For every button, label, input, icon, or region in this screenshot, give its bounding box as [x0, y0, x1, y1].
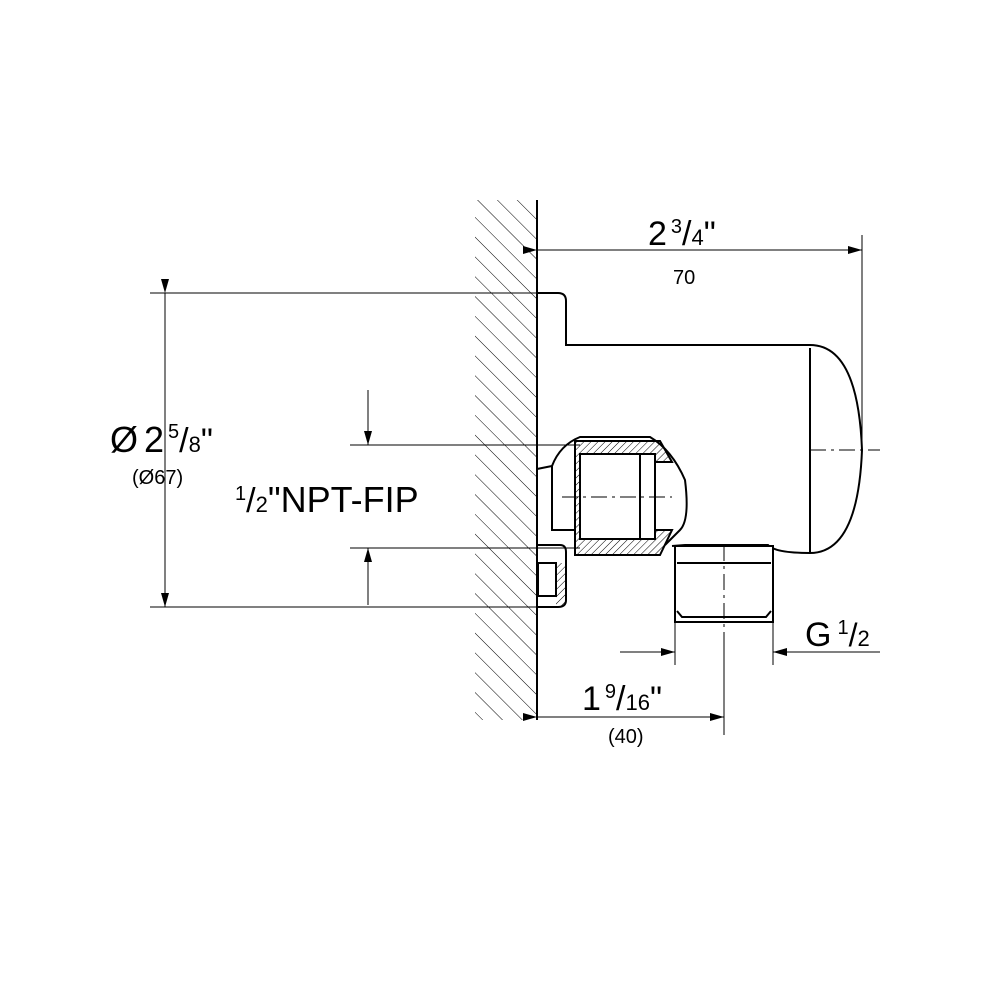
inlet-fitting-section — [574, 440, 674, 556]
stop-ring-section — [556, 563, 566, 606]
inlet-thread-label: 1/2"NPT-FIP — [235, 479, 419, 520]
dimension-lines — [150, 235, 880, 735]
wall-hatching — [475, 200, 537, 720]
outlet-offset-metric: (40) — [608, 726, 644, 748]
center-lines — [562, 449, 880, 640]
flange-diameter-metric: (Ø67) — [132, 467, 183, 489]
overall-depth-metric: 70 — [673, 267, 695, 289]
